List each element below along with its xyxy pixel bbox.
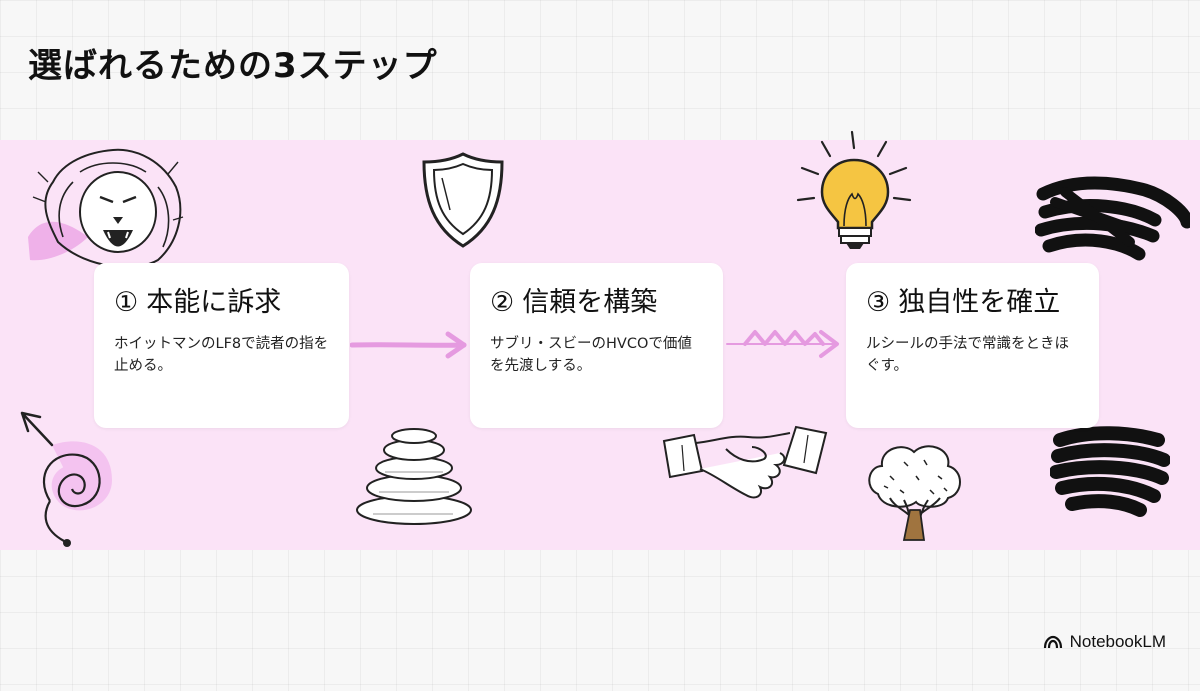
notebooklm-brand: NotebookLM (1043, 632, 1166, 652)
tree-icon (868, 445, 961, 541)
shield-icon (422, 152, 504, 248)
arrow-right-icon (350, 331, 467, 359)
notebooklm-logo-icon (1043, 635, 1062, 649)
handshake-icon (662, 425, 828, 499)
step-number: ② (490, 287, 515, 318)
step-title: 信頼を構築 (522, 287, 658, 318)
zigzag-arrow-icon (726, 330, 839, 358)
black-scribble-bottom-icon (1050, 426, 1170, 517)
stacked-stones-icon (356, 428, 472, 525)
step-title: 独自性を確立 (898, 287, 1061, 318)
lightbulb-icon (796, 130, 912, 249)
step-description: サブリ・スビーのHVCOで価値を先渡しする。 (490, 336, 692, 374)
brand-name: NotebookLM (1069, 632, 1166, 651)
step-title: 本能に訴求 (146, 287, 282, 318)
step-description: ホイットマンのLF8で読者の指を止める。 (114, 336, 329, 374)
step-number: ③ (866, 287, 891, 318)
spiral-arrow-icon (20, 411, 112, 547)
slide-title: 選ばれるための3ステップ (28, 46, 438, 86)
step-description: ルシールの手法で常識をときほぐす。 (866, 336, 1069, 374)
black-scribble-icon (1035, 176, 1190, 261)
step-number: ① (114, 287, 139, 318)
lion-icon (28, 148, 184, 268)
